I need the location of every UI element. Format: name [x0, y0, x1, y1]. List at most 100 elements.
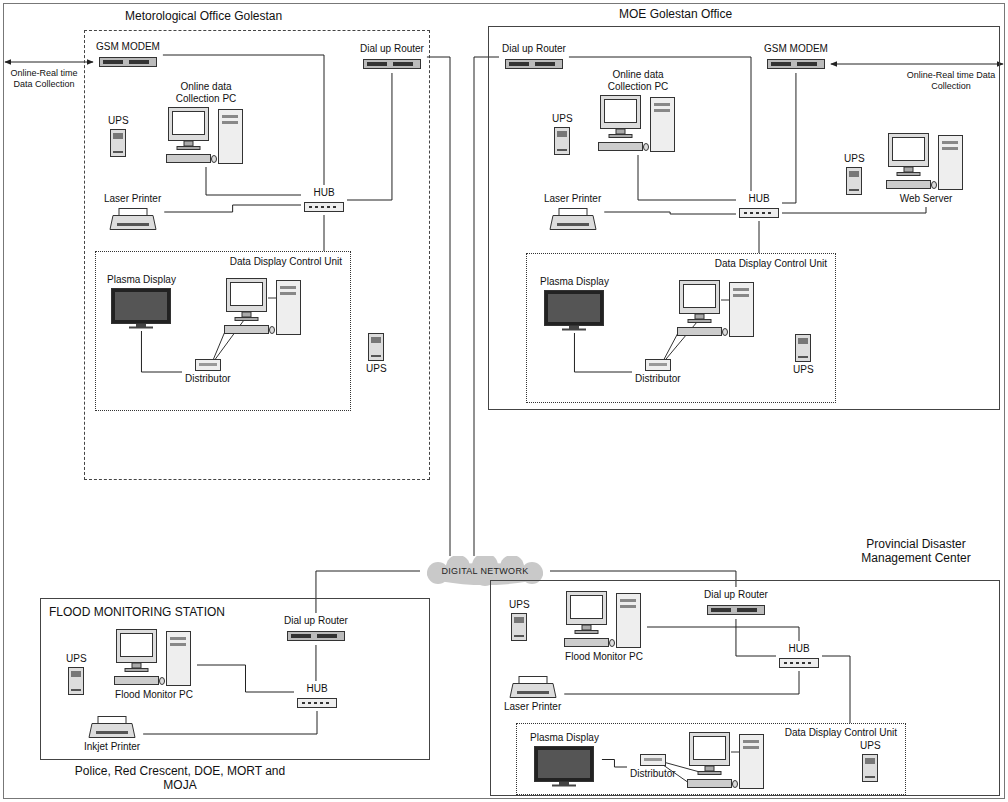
- pc-icon: [598, 95, 678, 153]
- modem-icon: [287, 629, 345, 643]
- network-link: [347, 73, 392, 200]
- data-collection-pc: Online data Collection PC: [161, 79, 251, 167]
- node-label: UPS: [66, 653, 87, 665]
- region-heading: MOE Golestan Office: [619, 7, 732, 21]
- network-link: [163, 55, 324, 185]
- node-label: Distributor: [635, 373, 681, 385]
- ups-unit: UPS: [506, 597, 533, 643]
- node-label: Dial up Router: [284, 615, 348, 627]
- node-label: UPS: [844, 153, 865, 165]
- node-label: HUB: [306, 683, 327, 695]
- hub-icon: [779, 657, 819, 669]
- laser-printer: Laser Printer: [501, 673, 564, 715]
- printer-icon: [109, 207, 157, 231]
- dial-up-router: Dial up Router: [357, 41, 427, 73]
- plasma-icon: [111, 288, 171, 329]
- dial-up-router: Dial up Router: [281, 613, 351, 645]
- node-label: Web Server: [900, 193, 953, 205]
- network-link: [164, 205, 301, 212]
- network-link: [574, 333, 632, 372]
- node-label: GSM MODEM: [764, 43, 828, 55]
- gsm-modem: GSM MODEM: [93, 39, 163, 71]
- network-link: [782, 73, 796, 203]
- web-server: Web Server: [883, 131, 969, 207]
- network-link: [564, 671, 799, 694]
- modem-icon: [767, 57, 825, 71]
- network-link: [197, 665, 294, 692]
- ups-unit: UPS: [363, 331, 390, 377]
- node-label: HUB: [748, 193, 769, 205]
- hub-icon: [297, 697, 337, 709]
- network-link: [602, 760, 627, 768]
- station-region: FLOOD MONITORING STATIONDial up RouterUP…: [40, 598, 430, 760]
- node-label: HUB: [313, 187, 334, 199]
- ups-unit: UPS: [549, 111, 576, 157]
- laser-printer: Laser Printer: [101, 191, 164, 233]
- gsm-modem: GSM MODEM: [761, 41, 831, 73]
- ups-icon: [861, 754, 879, 782]
- network-link: [604, 212, 736, 214]
- annotation: Online-Real time Data Collection: [904, 70, 998, 92]
- network-link: [782, 207, 926, 213]
- ups-icon: [67, 667, 85, 695]
- dist-icon: [640, 754, 666, 766]
- printer-icon: [88, 715, 136, 739]
- region-heading: Data Display Control Unit: [230, 256, 342, 268]
- plasma-icon: [544, 290, 604, 331]
- distributor: Distributor: [182, 357, 234, 387]
- node-label: Laser Printer: [504, 701, 561, 713]
- plasma-display: Plasma Display: [537, 274, 612, 333]
- pc-icon: [886, 133, 966, 191]
- node-label: UPS: [860, 740, 881, 752]
- display-control-unit: Data Display Control UnitPlasma DisplayD…: [516, 723, 906, 795]
- network-link: [550, 571, 736, 587]
- node-label: UPS: [366, 363, 387, 375]
- data-collection-arrow: [831, 64, 1003, 65]
- network-link: [822, 656, 850, 723]
- node-label: Online data Collection PC: [594, 69, 682, 93]
- laser-printer: Laser Printer: [541, 191, 604, 233]
- ups-icon: [553, 127, 571, 155]
- pc-icon: [166, 107, 246, 165]
- annotation: Police, Red Crescent, DOE, MORT and MOJA: [60, 764, 300, 793]
- node-label: Plasma Display: [540, 276, 609, 288]
- dist-icon: [195, 359, 221, 371]
- dial-up-router: Dial up Router: [499, 41, 569, 73]
- hub-icon: [739, 207, 779, 219]
- ups-unit: UPS: [790, 332, 817, 378]
- printer-icon: [549, 207, 597, 231]
- dial-up-router: Dial up Router: [701, 587, 771, 619]
- node-label: Dial up Router: [360, 43, 424, 55]
- flood-monitor-pc: Flood Monitor PC: [561, 589, 647, 665]
- display-control-unit: Data Display Control UnitPlasma DisplayD…: [95, 251, 351, 411]
- pc-icon: [114, 629, 194, 687]
- region-heading: Data Display Control Unit: [785, 727, 897, 739]
- network-link: [569, 57, 751, 191]
- node-label: Dial up Router: [704, 589, 768, 601]
- modem-icon: [505, 57, 563, 71]
- dist-icon: [645, 359, 671, 371]
- node-label: Plasma Display: [107, 274, 176, 286]
- plasma-icon: [534, 746, 594, 787]
- network-link: [143, 711, 317, 734]
- network-link: [638, 155, 736, 200]
- node-label: Flood Monitor PC: [115, 689, 193, 701]
- node-label: UPS: [552, 113, 573, 125]
- node-label: Dial up Router: [502, 43, 566, 55]
- ups-icon: [794, 334, 812, 362]
- region-heading: Provincial Disaster Management Center: [841, 537, 991, 565]
- office-region: Metorological Office GolestanGSM MODEMDi…: [84, 30, 430, 480]
- network-hub: HUB: [294, 681, 340, 711]
- distributor: Distributor: [627, 752, 679, 782]
- network-link: [736, 619, 776, 656]
- node-label: DIGITAL NETWORK: [441, 565, 528, 577]
- node-label: UPS: [509, 599, 530, 611]
- annotation: Online-Real time Data Collection: [4, 68, 84, 90]
- ups-icon: [845, 167, 863, 195]
- ups-unit: UPS: [105, 113, 132, 159]
- node-label: Distributor: [630, 768, 676, 780]
- node-label: Laser Printer: [104, 193, 161, 205]
- office-region: MOE Golestan OfficeDial up RouterGSM MOD…: [488, 26, 1000, 410]
- network-hub: HUB: [776, 641, 822, 671]
- page-frame: [4, 4, 1005, 799]
